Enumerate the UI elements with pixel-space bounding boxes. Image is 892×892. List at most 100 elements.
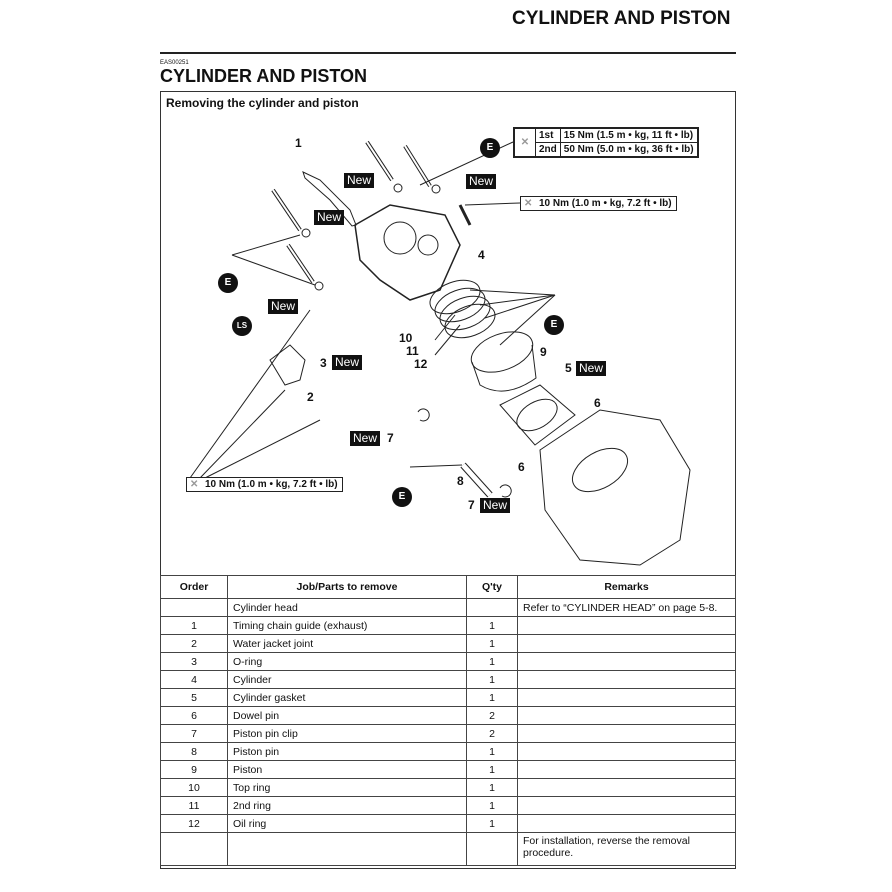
order-cell: 5 [160,688,228,707]
callout-1: 1 [295,136,302,150]
remarks-cell [517,724,736,743]
remarks-cell [517,814,736,833]
job-cell: Cylinder [227,670,467,689]
table-row: For installation, reverse the removal pr… [160,832,736,866]
remarks-cell: For installation, reverse the removal pr… [517,832,736,866]
qty-cell: 1 [466,634,518,653]
col-qty: Q'ty [466,575,518,599]
qty-cell: 1 [466,742,518,761]
remarks-cell [517,688,736,707]
order-cell: 10 [160,778,228,797]
order-cell: 11 [160,796,228,815]
callout-3: 3 [320,356,327,370]
callout-12: 12 [414,357,428,371]
order-cell: 9 [160,760,228,779]
engine-oil-icon: E [392,487,412,507]
section-code: EAS00251 [160,60,189,66]
new-badge: New [350,431,381,446]
remarks-cell [517,742,736,761]
order-cell: 1 [160,616,228,635]
callout-8: 8 [457,474,464,488]
order-cell [160,832,228,866]
lithium-grease-icon: LS [232,316,252,336]
remarks-cell [517,760,736,779]
qty-cell [466,598,518,617]
callout-6a: 6 [594,396,601,410]
job-cell [227,832,467,866]
content-frame [160,91,736,869]
new-badge: New [480,498,511,513]
job-cell: Oil ring [227,814,467,833]
order-cell: 7 [160,724,228,743]
order-cell: 4 [160,670,228,689]
callout-6b: 6 [518,460,525,474]
order-cell: 12 [160,814,228,833]
job-cell: Piston [227,760,467,779]
torque-spec-water-joint: ✕ 10 Nm (1.0 m • kg, 7.2 ft • lb) [186,477,343,492]
section-title: CYLINDER AND PISTON [160,66,368,86]
job-cell: Dowel pin [227,706,467,725]
running-header: CYLINDER AND PISTON [512,8,731,29]
qty-cell: 1 [466,796,518,815]
torque-value: 10 Nm (1.0 m • kg, 7.2 ft • lb) [539,198,672,209]
remarks-cell [517,616,736,635]
job-cell: Piston pin [227,742,467,761]
qty-cell: 1 [466,616,518,635]
parts-table: Order Job/Parts to remove Q'ty Remarks C… [160,575,736,866]
wrench-icon: ✕ [190,479,199,490]
new-badge: New [268,299,299,314]
engine-oil-icon: E [218,273,238,293]
torque-value: 10 Nm (1.0 m • kg, 7.2 ft • lb) [205,479,338,490]
job-cell: Cylinder gasket [227,688,467,707]
qty-cell: 1 [466,814,518,833]
job-cell: Cylinder head [227,598,467,617]
remarks-cell [517,778,736,797]
col-job: Job/Parts to remove [227,575,467,599]
callout-11: 11 [406,344,419,358]
qty-cell: 1 [466,652,518,671]
job-cell: Piston pin clip [227,724,467,743]
torque-value: 50 Nm (5.0 m • kg, 36 ft • lb) [559,142,698,157]
wrench-icon: ✕ [524,198,533,209]
job-cell: O-ring [227,652,467,671]
col-order: Order [160,575,228,599]
new-badge: New [344,173,375,188]
table-header-row: Order Job/Parts to remove Q'ty Remarks [160,575,736,599]
header-rule [160,52,736,54]
qty-cell: 1 [466,688,518,707]
engine-oil-icon: E [544,315,564,335]
torque-value: 15 Nm (1.5 m • kg, 11 ft • lb) [559,128,698,143]
figure-title: Removing the cylinder and piston [166,96,359,110]
order-cell: 3 [160,652,228,671]
remarks-cell [517,706,736,725]
callout-2: 2 [307,390,314,404]
qty-cell [466,832,518,866]
job-cell: 2nd ring [227,796,467,815]
job-cell: Water jacket joint [227,634,467,653]
callout-7b: 7 [468,498,475,512]
order-cell: 2 [160,634,228,653]
job-cell: Timing chain guide (exhaust) [227,616,467,635]
remarks-cell: Refer to “CYLINDER HEAD” on page 5-8. [517,598,736,617]
callout-5: 5 [565,361,572,375]
remarks-cell [517,634,736,653]
remarks-cell [517,670,736,689]
qty-cell: 1 [466,760,518,779]
torque-spec-small-bolt: ✕ 10 Nm (1.0 m • kg, 7.2 ft • lb) [520,196,677,211]
torque-step: 2nd [535,142,561,157]
qty-cell: 1 [466,670,518,689]
job-cell: Top ring [227,778,467,797]
torque-step: 1st [535,128,561,143]
new-badge: New [332,355,363,370]
